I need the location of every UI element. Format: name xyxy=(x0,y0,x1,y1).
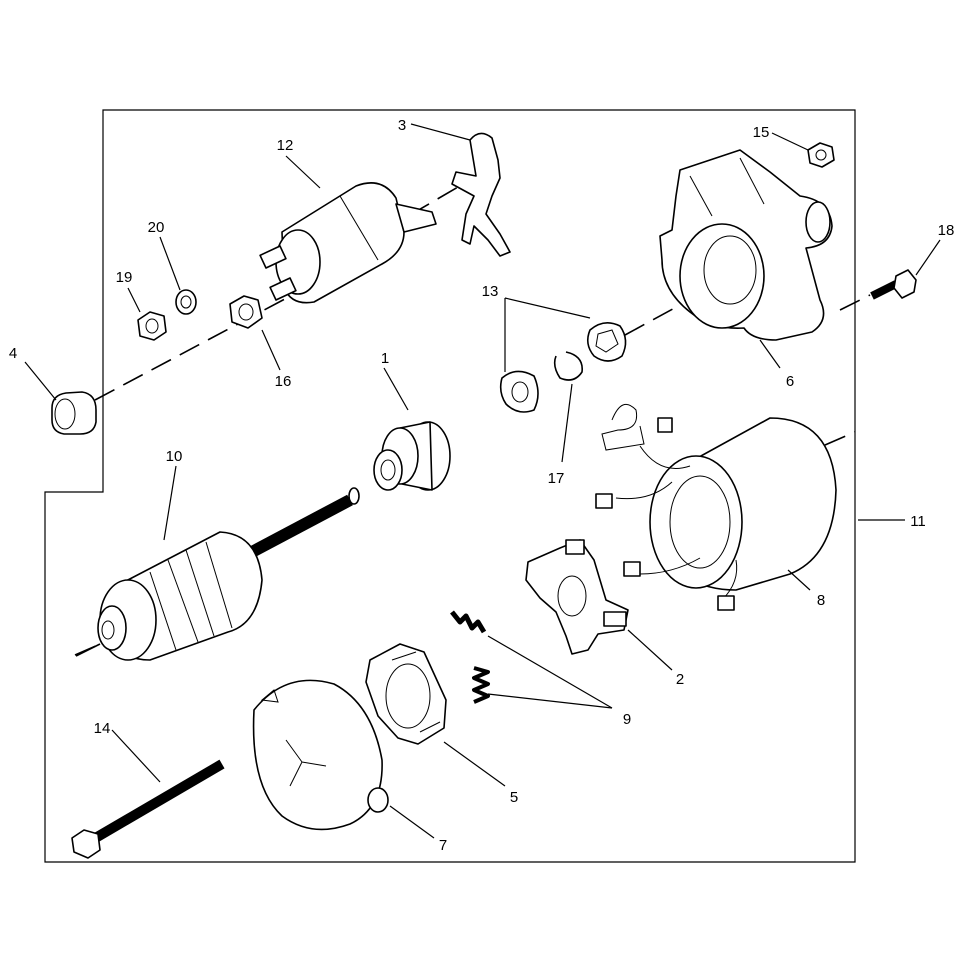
callout-label: 3 xyxy=(398,117,406,134)
callout-label: 15 xyxy=(753,124,770,141)
callout-label: 8 xyxy=(817,592,825,609)
part-pinion-clutch xyxy=(373,421,451,491)
axis-line-bolt xyxy=(839,294,871,311)
callout-label: 11 xyxy=(910,513,926,530)
part-cap xyxy=(51,391,97,435)
callout-label: 20 xyxy=(148,219,165,236)
part-brush-springs xyxy=(450,610,490,704)
callout-label: 18 xyxy=(938,222,955,239)
axis-line-yoke xyxy=(824,431,856,446)
part-nut-small xyxy=(807,142,835,168)
part-washer xyxy=(175,289,197,315)
callout-label: 13 xyxy=(482,283,499,300)
callout-label: 4 xyxy=(9,345,17,362)
leader-lines xyxy=(24,123,941,839)
callout-label: 6 xyxy=(786,373,794,390)
part-armature xyxy=(75,487,360,661)
axis-line-upper xyxy=(94,274,331,401)
assembly-boundary-frame xyxy=(44,109,856,863)
callout-label: 16 xyxy=(275,373,292,390)
axis-line-housing xyxy=(624,304,681,336)
part-solenoid xyxy=(259,182,437,304)
part-through-bolt xyxy=(71,759,225,859)
part-shift-lever xyxy=(451,132,511,257)
callout-label: 14 xyxy=(94,720,111,737)
part-snap-ring xyxy=(553,351,583,381)
part-bolt-short xyxy=(870,269,917,300)
callout-label: 5 xyxy=(510,789,518,806)
callout-label: 7 xyxy=(439,837,447,854)
part-yoke xyxy=(595,403,837,611)
callout-label: 10 xyxy=(166,448,183,465)
part-flange-nut xyxy=(229,295,263,329)
callout-label: 17 xyxy=(548,470,565,487)
part-end-cover xyxy=(252,679,389,831)
part-nut xyxy=(137,311,167,341)
callout-label: 9 xyxy=(623,711,631,728)
callout-label: 1 xyxy=(381,350,389,367)
callout-label: 2 xyxy=(676,671,684,688)
callout-label: 19 xyxy=(116,269,133,286)
callout-label: 12 xyxy=(277,137,294,154)
part-bearing-retainer xyxy=(499,322,627,413)
part-brush-holder xyxy=(525,539,629,655)
part-drive-housing xyxy=(659,149,833,341)
part-brush-plate xyxy=(365,643,447,745)
